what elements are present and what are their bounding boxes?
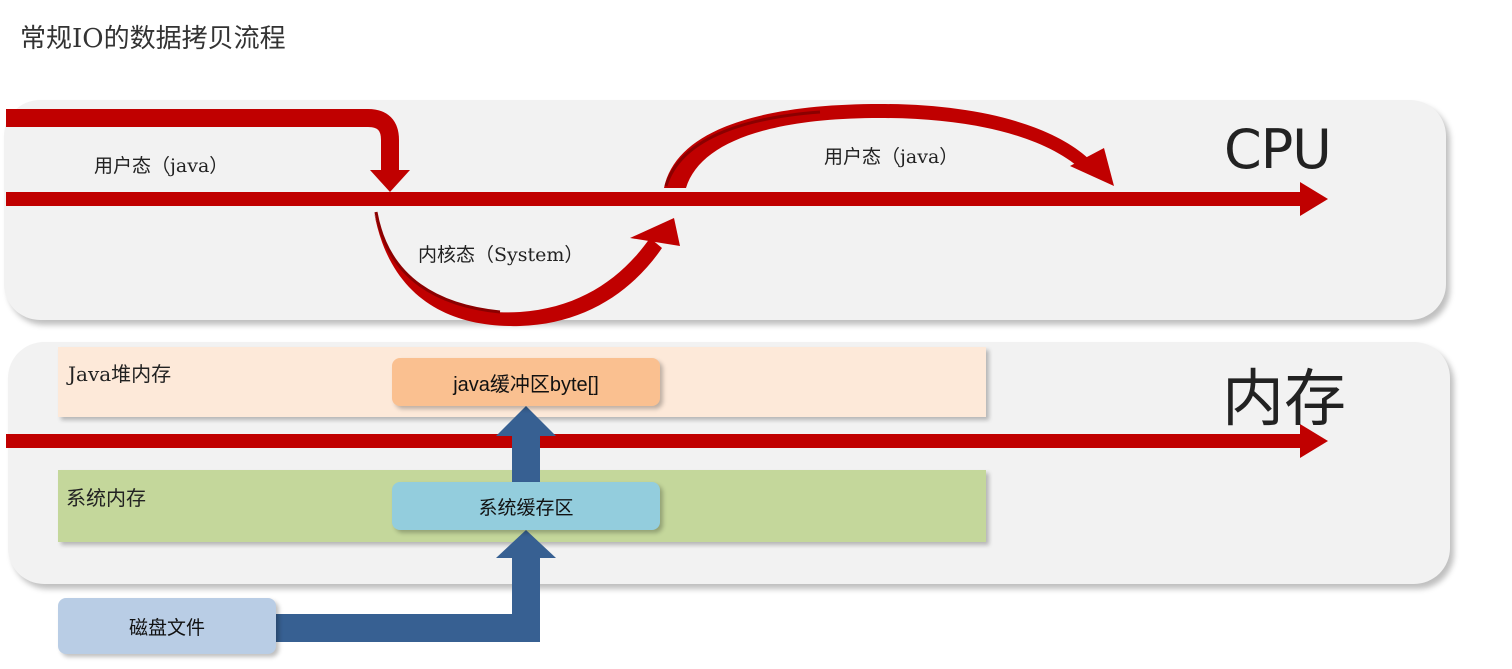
kernel-mode-curve-arrow (374, 211, 680, 327)
user-mode-label: 用户态（java） (94, 155, 229, 177)
cpu-timeline-arrow (6, 182, 1328, 216)
java-buffer-label: java缓冲区byte[] (453, 373, 599, 396)
system-buffer-label: 系统缓存区 (478, 496, 574, 519)
memory-timeline-arrow (6, 424, 1328, 458)
system-memory-label: 系统内存 (66, 486, 146, 510)
disk-file-label: 磁盘文件 (128, 616, 205, 639)
cpu-label: CPU (1224, 118, 1332, 181)
disk-file-box: 磁盘文件 (58, 598, 276, 654)
kernel-mode-label: 内核态（System） (418, 244, 584, 266)
java-buffer-box: java缓冲区byte[] (392, 358, 660, 406)
kernel-to-user-curve-arrow (664, 104, 1114, 188)
system-to-java-buffer-arrow (496, 406, 556, 482)
disk-to-system-buffer-arrow (276, 530, 556, 642)
java-heap-label: Java堆内存 (68, 362, 172, 386)
page-title: 常规IO的数据拷贝流程 (20, 24, 286, 54)
user-mode-label-return: 用户态（java） (824, 146, 959, 168)
memory-label: 内存 (1222, 362, 1347, 435)
user-to-kernel-arrow (6, 109, 410, 192)
system-buffer-box: 系统缓存区 (392, 482, 660, 530)
